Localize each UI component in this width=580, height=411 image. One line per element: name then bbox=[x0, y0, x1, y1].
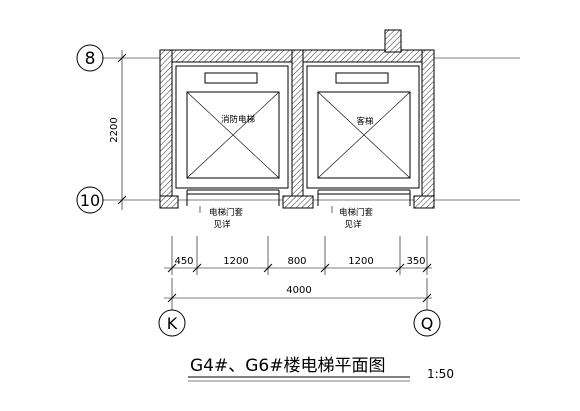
room-label-right: 客梯 bbox=[356, 116, 374, 127]
axis-bubble-K: K bbox=[158, 309, 186, 337]
dimension-segment-4: 1200 bbox=[348, 256, 373, 267]
title-text: G4#、G6#楼电梯平面图 bbox=[190, 356, 385, 376]
door-note-left-line1: 电梯门套 bbox=[209, 207, 244, 218]
counterweight-right bbox=[335, 72, 389, 84]
dimension-2200: 2200 bbox=[109, 117, 120, 142]
dimension-total: 4000 bbox=[286, 285, 311, 296]
axis-bubble-Q: Q bbox=[413, 309, 441, 337]
drawing-title: G4#、G6#楼电梯平面图 1:50 bbox=[188, 356, 454, 382]
dimension-segment-1: 450 bbox=[174, 256, 193, 267]
dimension-segment-2: 1200 bbox=[223, 256, 248, 267]
door-note-left-line2: 见详 bbox=[213, 219, 231, 230]
counterweight-left bbox=[204, 72, 258, 84]
axis-bubble-10: 10 bbox=[76, 186, 104, 214]
axis-label-10: 10 bbox=[80, 191, 100, 210]
door-note-left: 电梯门套 见详 bbox=[199, 206, 244, 230]
elevator-right: 客梯 bbox=[306, 65, 420, 206]
axis-label-8: 8 bbox=[85, 49, 96, 69]
segment-dimensions: 450 1200 800 1200 350 bbox=[164, 236, 432, 275]
door-note-right-line1: 电梯门套 bbox=[339, 207, 374, 218]
vertical-dimension: 2200 bbox=[109, 50, 127, 210]
door-note-right-line2: 见详 bbox=[344, 219, 362, 230]
elevator-left: 消防电梯 bbox=[175, 65, 289, 206]
axis-label-Q: Q bbox=[421, 314, 434, 333]
walls bbox=[159, 29, 435, 209]
axis-label-K: K bbox=[167, 314, 178, 333]
axis-bubble-8: 8 bbox=[76, 44, 104, 72]
dimension-segment-5: 350 bbox=[406, 256, 425, 267]
room-label-left: 消防电梯 bbox=[221, 114, 256, 125]
dimension-segment-3: 800 bbox=[287, 256, 306, 267]
scale-text: 1:50 bbox=[427, 367, 454, 381]
total-dimension: 4000 bbox=[164, 278, 432, 310]
door-note-right: 电梯门套 见详 bbox=[331, 206, 374, 230]
